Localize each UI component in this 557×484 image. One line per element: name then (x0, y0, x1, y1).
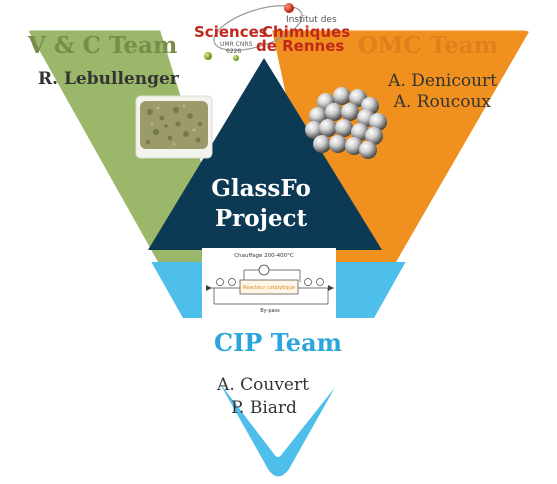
center-title-line1: GlassFo (211, 175, 311, 202)
omc-team-title: OMC Team (358, 32, 498, 59)
vc-team-member: R. Lebullenger (38, 69, 180, 89)
logo-umr-number: 6226 (226, 48, 241, 55)
logo-umr: UMR CNRS (220, 41, 252, 48)
vc-team-title: V & C Team (27, 32, 177, 59)
center-triangle (148, 58, 382, 250)
cip-member-2: P. Biard (231, 398, 297, 418)
iscr-logo: Institut des Sciences Chimiques UMR CNRS… (194, 3, 350, 61)
logo-line1: Institut des (286, 15, 337, 25)
logo-chimiques: Chimiques (262, 23, 350, 41)
logo-sciences: Sciences (194, 23, 268, 41)
glass-foam-photo (135, 95, 213, 159)
omc-member-2: A. Roucoux (393, 92, 492, 112)
logo-red-atom-icon (284, 3, 294, 13)
process-schematic: Chauffage 200-400°C Réacteur catalytique… (202, 248, 336, 320)
cip-member-1: A. Couvert (216, 375, 309, 395)
logo-green-atom-icon (204, 52, 212, 60)
schematic-reactor-label: Réacteur catalytique (243, 284, 295, 291)
logo-rennes: de Rennes (256, 37, 344, 55)
schematic-heating-label: Chauffage 200-400°C (234, 253, 294, 259)
nanoparticle-cluster (305, 87, 387, 159)
center-title-line2: Project (215, 205, 308, 232)
cip-team-title: CIP Team (214, 328, 342, 357)
reactor-box (239, 279, 299, 295)
omc-member-1: A. Denicourt (387, 71, 497, 91)
schematic-bypass-label: By-pass (260, 308, 280, 314)
